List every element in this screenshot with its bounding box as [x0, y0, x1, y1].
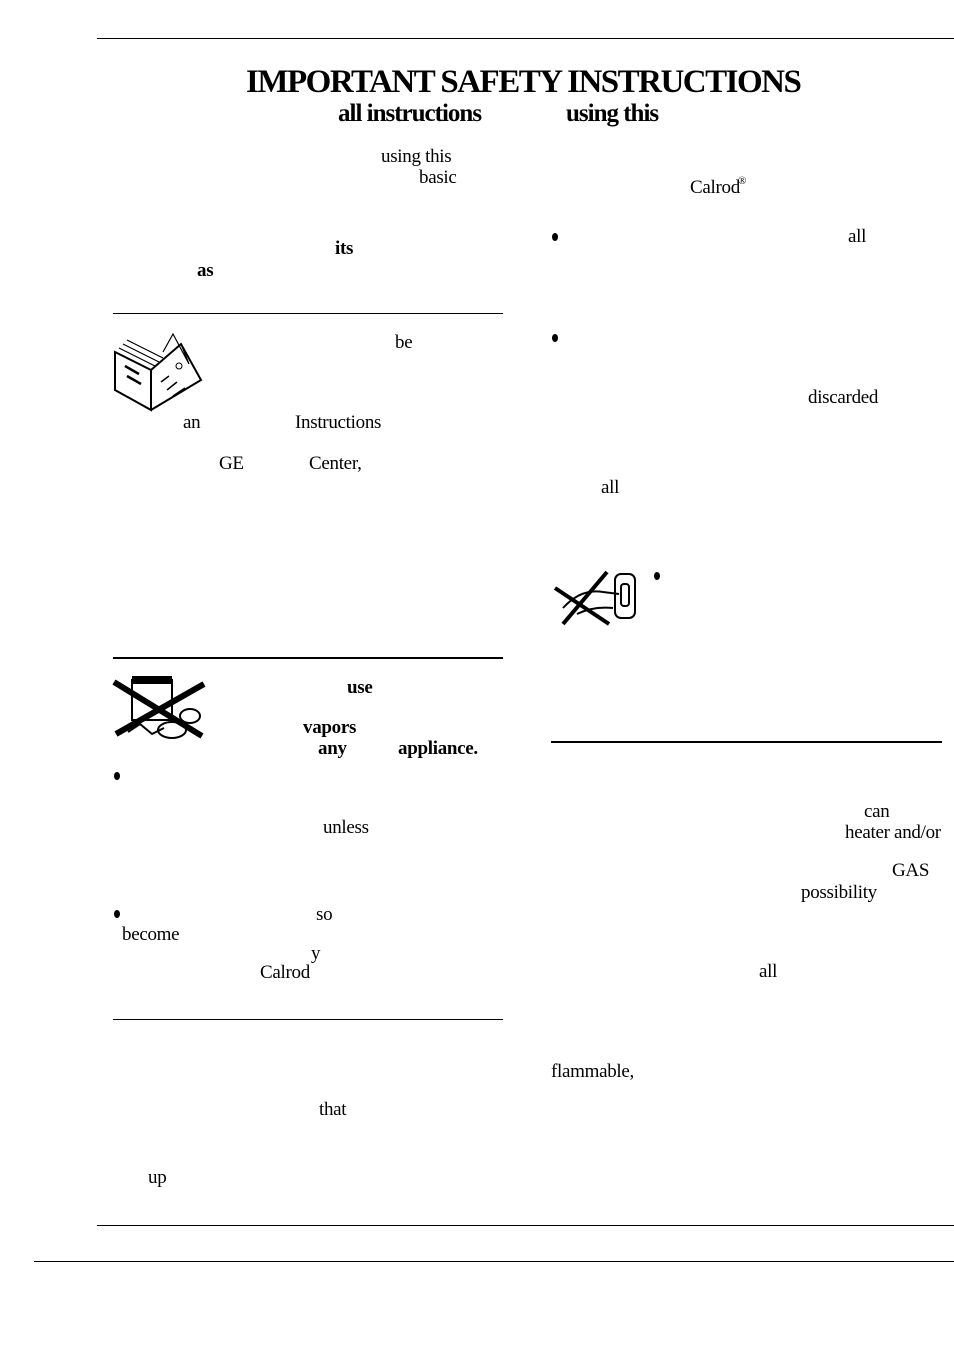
- manual-word: be: [395, 332, 413, 353]
- right-bullet-word: all: [848, 226, 867, 247]
- bullet: [114, 772, 120, 780]
- bullet-word: become: [122, 924, 180, 945]
- gas-word: use: [347, 677, 373, 698]
- right-lower-word: GAS: [892, 860, 930, 881]
- bullet-word: so: [316, 904, 333, 925]
- gas-word: vapors: [303, 717, 357, 738]
- bullet-word: y: [311, 943, 321, 964]
- bullet: [552, 334, 558, 342]
- section-rule-2: [113, 657, 503, 659]
- no-flammable-storage-icon: [112, 676, 206, 739]
- manual-word: Instructions: [295, 412, 382, 433]
- bullet-word: Calrod: [260, 962, 310, 983]
- bullet: [552, 233, 558, 241]
- intro-word: its: [335, 238, 354, 259]
- section-rule-3: [113, 1019, 503, 1020]
- no-hand-in-outlet-icon: [553, 570, 636, 626]
- right-lower-word: flammable,: [551, 1061, 634, 1082]
- intro-word: as: [197, 260, 214, 281]
- bottom-word: that: [319, 1099, 347, 1120]
- page-title: IMPORTANT SAFETY INSTRUCTIONS: [246, 64, 802, 100]
- top-rule: [97, 38, 954, 39]
- gas-word: appliance.: [398, 738, 478, 759]
- subtitle-left: all instructions: [338, 100, 482, 127]
- section-rule-1: [113, 313, 503, 314]
- right-lower-word: heater and/or: [845, 822, 941, 843]
- manual-word: Center,: [309, 453, 362, 474]
- footer-rule-2: [34, 1261, 954, 1262]
- manual-word: GE: [219, 453, 244, 474]
- right-bullet-word: discarded: [808, 387, 879, 408]
- manual-word: an: [183, 412, 201, 433]
- intro-word: basic: [419, 167, 457, 188]
- open-book-icon: [114, 332, 203, 412]
- intro-word: using this: [381, 146, 452, 167]
- right-word: Calrod: [690, 177, 740, 198]
- bullet: [114, 910, 120, 918]
- subtitle-right: using this: [566, 100, 659, 127]
- section-rule-right: [551, 741, 942, 743]
- right-lower-word: can: [864, 801, 890, 822]
- bullet-word: unless: [323, 817, 369, 838]
- right-lower-word: all: [759, 961, 778, 982]
- footer-rule-1: [97, 1225, 954, 1226]
- registered-mark: ®: [738, 175, 747, 187]
- right-lower-word: possibility: [801, 882, 877, 903]
- bullet: [654, 572, 660, 580]
- right-bullet-word: all: [601, 477, 620, 498]
- bottom-word: up: [148, 1167, 167, 1188]
- gas-word: any: [318, 738, 347, 759]
